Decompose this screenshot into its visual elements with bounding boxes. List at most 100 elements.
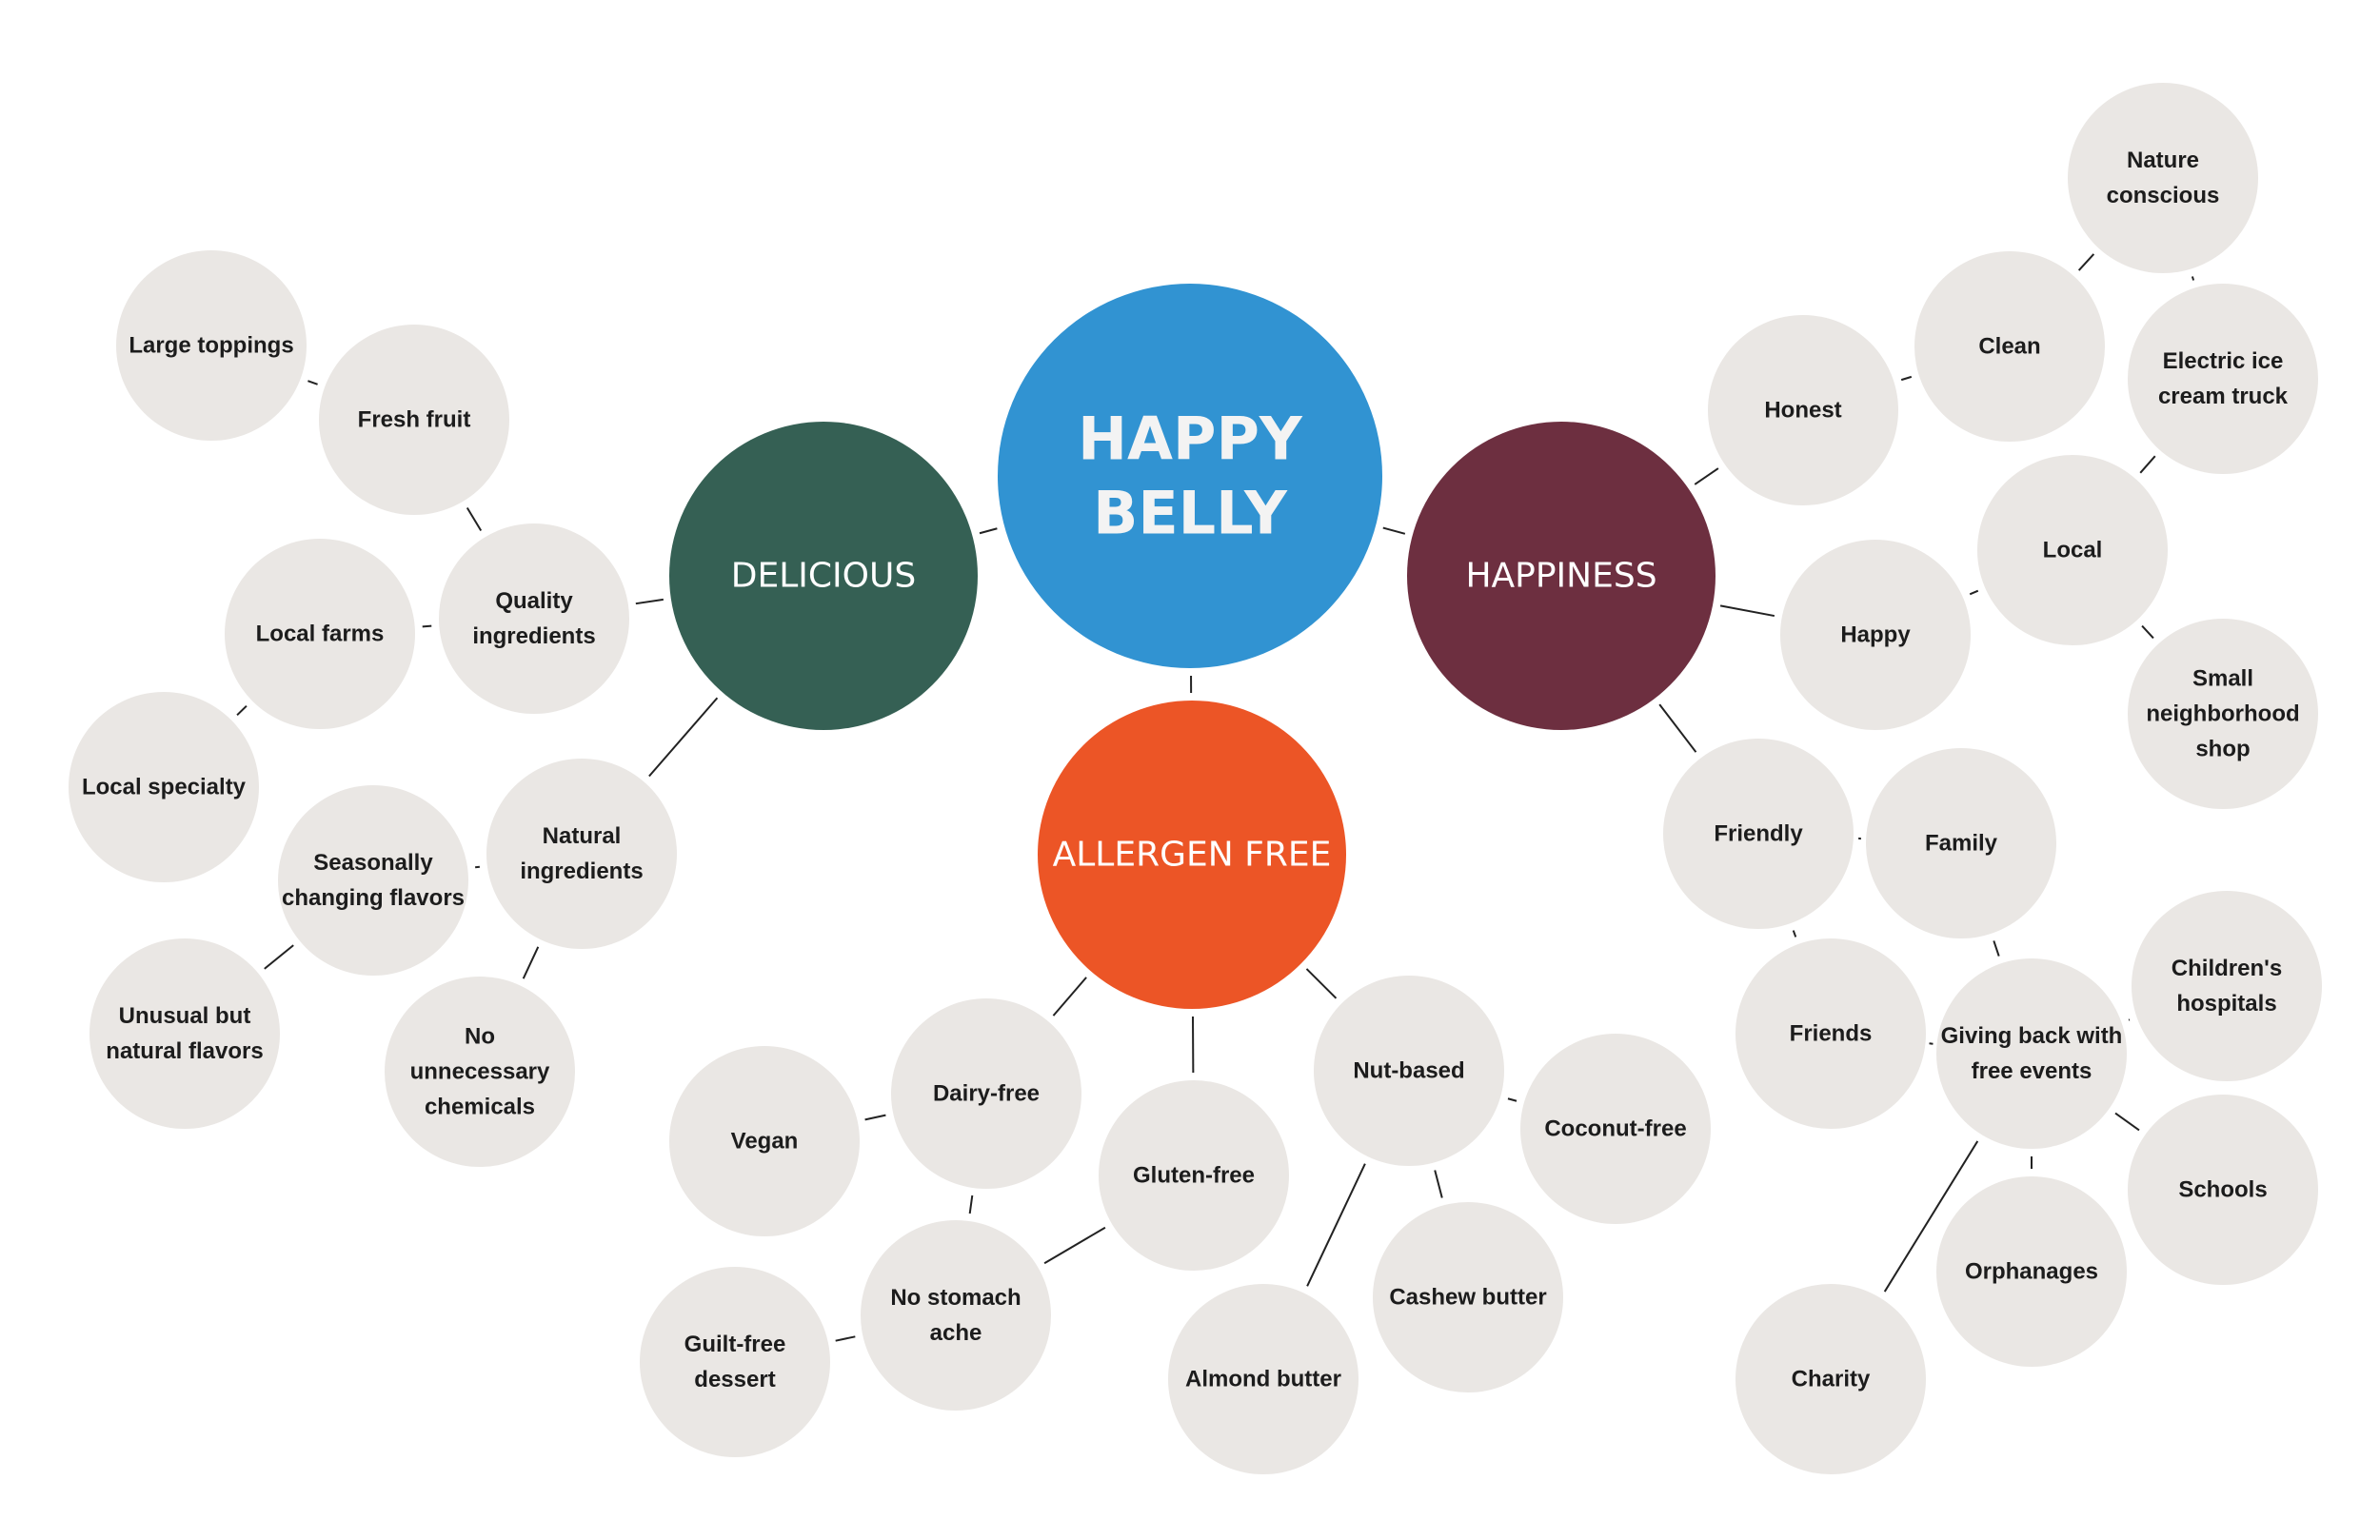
leaf-node-label-line: Friends [1790, 1021, 1873, 1047]
leaf-node-circle [2128, 1095, 2318, 1285]
leaf-node-circle [89, 938, 280, 1129]
connector-fresh-fruit-large-toppings [307, 380, 318, 385]
connector-nature-conscious-electric-truck [2191, 276, 2195, 281]
leaf-node-label-line: Vegan [731, 1129, 799, 1155]
leaf-node-label-line: neighborhood [2146, 701, 2299, 727]
leaf-node-gluten-free[interactable]: Gluten-free [1099, 1080, 1289, 1271]
leaf-node-local-farms[interactable]: Local farms [225, 539, 415, 729]
leaf-node-nut-based[interactable]: Nut-based [1314, 976, 1504, 1166]
leaf-node-label-line: dessert [694, 1367, 775, 1392]
leaf-node-label-line: cream truck [2158, 384, 2289, 409]
connector-happiness-happy [1719, 604, 1775, 618]
leaf-node-coconut-free[interactable]: Coconut-free [1520, 1034, 1711, 1224]
connector-allergen-nut-based [1305, 968, 1338, 999]
leaf-node-circle [116, 250, 307, 441]
leaf-node-circle [1936, 1176, 2127, 1367]
leaf-node-label-line: Happy [1840, 622, 1911, 648]
connector-delicious-natural-ingredients [648, 697, 719, 778]
connector-clean-nature-conscious [2077, 253, 2095, 271]
leaf-node-circle [2068, 83, 2258, 273]
leaf-node-dairy-free[interactable]: Dairy-free [891, 998, 1081, 1189]
connector-giving-back-schools [2114, 1112, 2140, 1132]
connector-nut-based-coconut-free [1507, 1097, 1517, 1102]
leaf-node-circle [225, 539, 415, 729]
connector-family-giving-back [1993, 940, 2000, 957]
leaf-node-label-line: Local farms [256, 622, 385, 647]
hub-node-circle [1038, 701, 1346, 1009]
connector-gluten-free-no-stomach-ache [1043, 1226, 1106, 1265]
connector-quality-ingredients-local-farms [422, 624, 432, 628]
leaf-node-friendly[interactable]: Friendly [1663, 739, 1854, 929]
leaf-node-circle [669, 1046, 860, 1236]
connector-natural-ingredients-seasonally-changing [475, 865, 480, 869]
leaf-node-large-toppings[interactable]: Large toppings [116, 250, 307, 441]
leaf-node-fresh-fruit[interactable]: Fresh fruit [319, 325, 509, 515]
hub-node-happiness[interactable]: HAPPINESS [1407, 422, 1716, 730]
leaf-node-cashew-butter[interactable]: Cashew butter [1373, 1202, 1563, 1392]
leaf-node-happy[interactable]: Happy [1780, 540, 1971, 730]
leaf-node-circle [1099, 1080, 1289, 1271]
leaf-node-local-specialty[interactable]: Local specialty [69, 692, 259, 882]
leaf-node-label-line: Unusual but [119, 1003, 251, 1029]
connector-nut-based-almond-butter [1306, 1163, 1366, 1287]
leaf-node-unusual-natural[interactable]: Unusual but natural flavors [89, 938, 280, 1129]
connector-quality-ingredients-fresh-fruit [466, 506, 483, 532]
leaf-node-label-line: Quality [495, 588, 573, 614]
leaf-node-label-line: natural flavors [106, 1038, 263, 1064]
leaf-node-schools[interactable]: Schools [2128, 1095, 2318, 1285]
leaf-node-label-line: Small [2192, 666, 2253, 692]
leaf-node-vegan[interactable]: Vegan [669, 1046, 860, 1236]
hub-node-label: HAPPINESS [1465, 557, 1656, 596]
connector-nut-based-cashew-butter [1434, 1170, 1443, 1198]
leaf-node-label-line: Nut-based [1353, 1058, 1464, 1084]
leaf-node-circle [1168, 1284, 1359, 1474]
hub-node-allergen[interactable]: ALLERGEN FREE [1038, 701, 1346, 1009]
leaf-node-label-line: unnecessary [410, 1059, 550, 1085]
leaf-node-label-line: Natural [543, 823, 622, 849]
leaf-node-label-line: Children's [2172, 956, 2282, 981]
connector-friendly-friends [1792, 930, 1797, 938]
hub-node-label: DELICIOUS [731, 557, 916, 596]
hub-node-delicious[interactable]: DELICIOUS [669, 422, 978, 730]
leaf-node-circle [2132, 891, 2322, 1081]
hub-node-label: ALLERGEN FREE [1053, 836, 1332, 875]
connector-delicious-quality-ingredients [635, 598, 664, 605]
leaf-node-label-line: ache [930, 1320, 982, 1346]
connector-center-happiness [1382, 526, 1406, 535]
leaf-node-orphanages[interactable]: Orphanages [1936, 1176, 2127, 1367]
leaf-node-label-line: Cashew butter [1389, 1285, 1546, 1311]
leaf-node-circle [640, 1267, 830, 1457]
leaf-node-circle [278, 785, 468, 976]
connector-local-small-shop [2141, 624, 2154, 640]
leaf-node-honest[interactable]: Honest [1708, 315, 1898, 505]
leaf-node-label-line: shop [2195, 737, 2250, 762]
leaf-node-friends[interactable]: Friends [1735, 938, 1926, 1129]
leaf-node-clean[interactable]: Clean [1914, 251, 2105, 442]
leaf-node-family[interactable]: Family [1866, 748, 2056, 938]
connector-seasonally-changing-unusual-natural [264, 944, 294, 970]
leaf-node-label-line: Clean [1978, 334, 2040, 360]
connector-dairy-free-no-stomach-ache [968, 1194, 974, 1214]
hub-node-circle [1407, 422, 1716, 730]
leaf-node-charity[interactable]: Charity [1735, 1284, 1926, 1474]
leaf-node-circle [319, 325, 509, 515]
connector-allergen-dairy-free [1052, 977, 1087, 1017]
leaf-node-small-shop[interactable]: Small neighborhood shop [2128, 619, 2318, 809]
leaf-node-circle [1735, 1284, 1926, 1474]
leaf-node-almond-butter[interactable]: Almond butter [1168, 1284, 1359, 1474]
connector-happiness-friendly [1658, 703, 1697, 753]
connector-electric-truck-local [2139, 455, 2156, 474]
leaf-node-local[interactable]: Local [1977, 455, 2168, 645]
connector-natural-ingredients-no-chemicals [522, 946, 540, 979]
